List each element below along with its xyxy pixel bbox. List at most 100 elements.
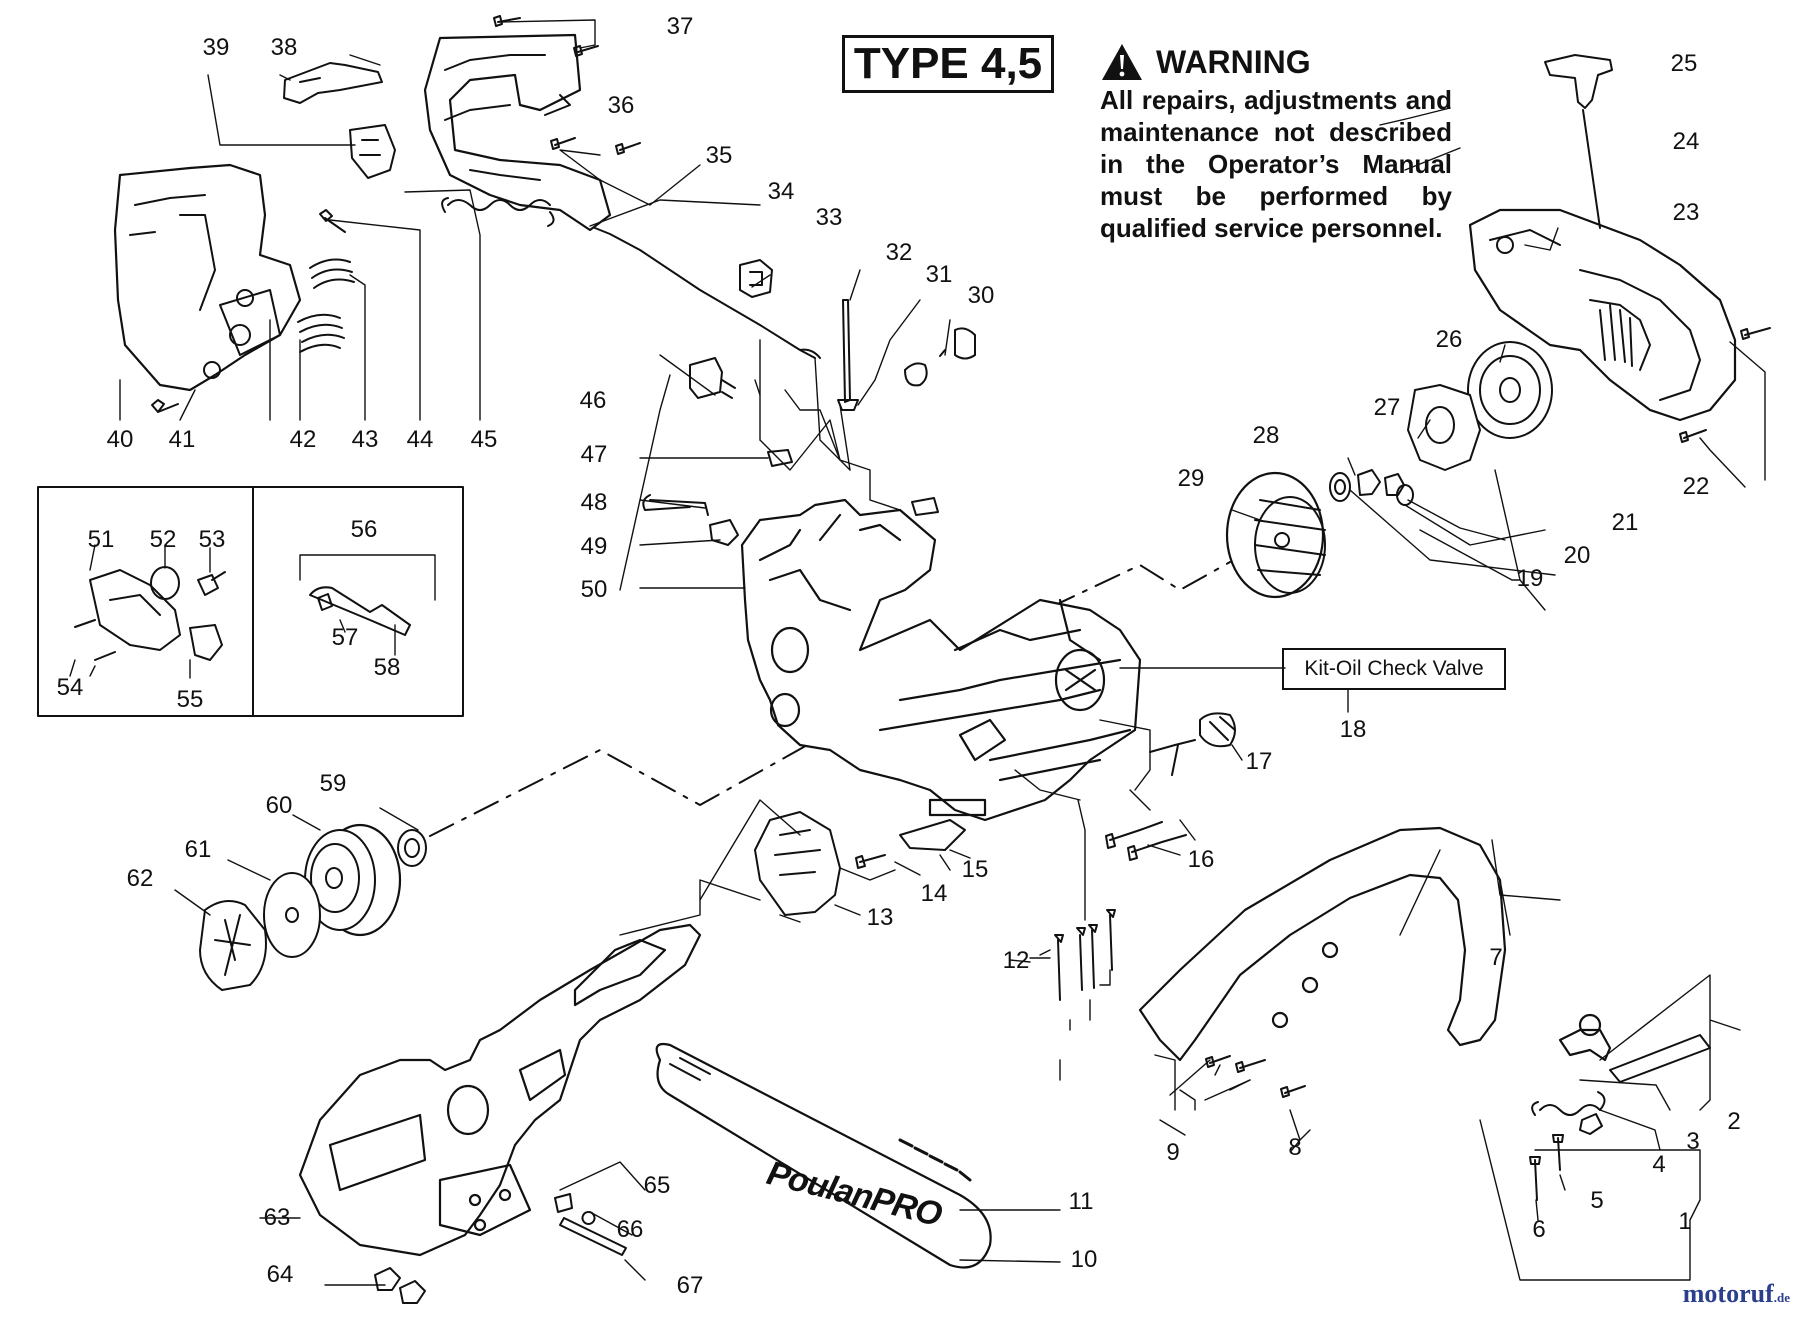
- part-number-57: 57: [331, 624, 359, 651]
- part-number-16: 16: [1187, 846, 1215, 873]
- part-number-22: 22: [1682, 473, 1710, 500]
- springs-group: [152, 198, 554, 412]
- warning-text: All repairs, adjustments and maintenance…: [1100, 85, 1452, 243]
- alignment-line-left: [430, 710, 870, 836]
- part-number-29: 29: [1177, 465, 1205, 492]
- part-number-10: 10: [1070, 1246, 1098, 1273]
- part-number-59: 59: [319, 770, 347, 797]
- inset-parts: [75, 566, 410, 660]
- part-number-6: 6: [1532, 1216, 1546, 1243]
- part-number-45: 45: [470, 426, 498, 453]
- screws-top: [494, 16, 640, 154]
- part-number-5: 5: [1590, 1187, 1604, 1214]
- starter-housing-part: [1470, 210, 1735, 420]
- part-number-20: 20: [1563, 542, 1591, 569]
- part-number-3: 3: [1686, 1128, 1700, 1155]
- part-number-8: 8: [1288, 1134, 1302, 1161]
- part-number-24: 24: [1672, 128, 1700, 155]
- part-number-34: 34: [767, 178, 795, 205]
- pulley-part: [1408, 341, 1553, 470]
- part-number-18: 18: [1339, 716, 1367, 743]
- lever-part: [284, 63, 395, 178]
- part-number-31: 31: [925, 261, 953, 288]
- part-number-66: 66: [616, 1216, 644, 1243]
- bolts-16: [1106, 822, 1186, 860]
- side-cover-part: [300, 925, 700, 1255]
- part-number-64: 64: [266, 1261, 294, 1288]
- adjuster-parts: [555, 1194, 626, 1255]
- warning-block: WARNING All repairs, adjustments and mai…: [1100, 42, 1452, 244]
- part-number-1: 1: [1678, 1208, 1692, 1235]
- part-number-62: 62: [126, 865, 154, 892]
- part-number-56: 56: [350, 516, 378, 543]
- small-parts-group: [643, 260, 938, 545]
- leader-lines: [70, 20, 1765, 1285]
- screw-22a: [1741, 328, 1770, 339]
- type-label-box: TYPE 4,5: [842, 35, 1054, 93]
- part-number-60: 60: [265, 792, 293, 819]
- washers-group: [1329, 470, 1414, 506]
- part-number-55: 55: [176, 686, 204, 713]
- screws-12: [1055, 910, 1115, 1000]
- part-number-19: 19: [1516, 565, 1544, 592]
- part-number-49: 49: [580, 533, 608, 560]
- inset-box-right: [252, 486, 464, 717]
- part-number-32: 32: [885, 239, 913, 266]
- part-number-43: 43: [351, 426, 379, 453]
- part-number-41: 41: [168, 426, 196, 453]
- clutch-parts: [200, 823, 427, 990]
- part-number-44: 44: [406, 426, 434, 453]
- part-number-35: 35: [705, 142, 733, 169]
- watermark-suffix: .de: [1773, 1290, 1790, 1305]
- part-number-2: 2: [1727, 1108, 1741, 1135]
- part-number-23: 23: [1672, 199, 1700, 226]
- part-number-61: 61: [184, 836, 212, 863]
- part-number-7: 7: [1489, 944, 1503, 971]
- bumper-part: [755, 812, 965, 915]
- part-number-33: 33: [815, 204, 843, 231]
- part-number-26: 26: [1435, 326, 1463, 353]
- starter-handle-part: [1545, 55, 1612, 228]
- part-number-42: 42: [289, 426, 317, 453]
- watermark-name: motoruf: [1682, 1279, 1774, 1308]
- part-number-30: 30: [967, 282, 995, 309]
- part-number-13: 13: [866, 904, 894, 931]
- part-number-36: 36: [607, 92, 635, 119]
- watermark: motoruf.de: [1683, 1279, 1790, 1309]
- part-number-54: 54: [56, 674, 84, 701]
- part-number-40: 40: [106, 426, 134, 453]
- oil-valve-part: [1150, 713, 1235, 775]
- warning-triangle-icon: [1102, 44, 1142, 80]
- part-number-67: 67: [676, 1272, 704, 1299]
- part-number-9: 9: [1166, 1139, 1180, 1166]
- part-number-58: 58: [373, 654, 401, 681]
- warning-heading: WARNING: [1156, 43, 1311, 80]
- part-number-51: 51: [87, 526, 115, 553]
- part-number-12: 12: [1002, 947, 1030, 974]
- part-number-38: 38: [270, 34, 298, 61]
- kit-oil-check-valve-label: Kit-Oil Check Valve: [1282, 648, 1506, 690]
- nuts-64: [375, 1268, 425, 1303]
- part-number-52: 52: [149, 526, 177, 553]
- part-number-50: 50: [580, 576, 608, 603]
- part-number-53: 53: [198, 526, 226, 553]
- part-number-28: 28: [1252, 422, 1280, 449]
- part-number-15: 15: [961, 856, 989, 883]
- part-number-21: 21: [1611, 509, 1639, 536]
- warning-heading-row: WARNING: [1100, 42, 1452, 82]
- part-number-11: 11: [1068, 1188, 1094, 1215]
- part-number-14: 14: [920, 880, 948, 907]
- handle-hardware: [1206, 1035, 1710, 1200]
- part-number-37: 37: [666, 13, 694, 40]
- flywheel-part: [1225, 471, 1326, 599]
- part-number-17: 17: [1245, 748, 1273, 775]
- crankcase-part: [742, 500, 1140, 820]
- part-number-63: 63: [263, 1204, 291, 1231]
- part-number-4: 4: [1652, 1151, 1666, 1178]
- part-number-39: 39: [202, 34, 230, 61]
- pins-group: [838, 300, 975, 410]
- rear-handle-part: [425, 35, 610, 230]
- part-number-47: 47: [580, 441, 608, 468]
- part-number-65: 65: [643, 1172, 671, 1199]
